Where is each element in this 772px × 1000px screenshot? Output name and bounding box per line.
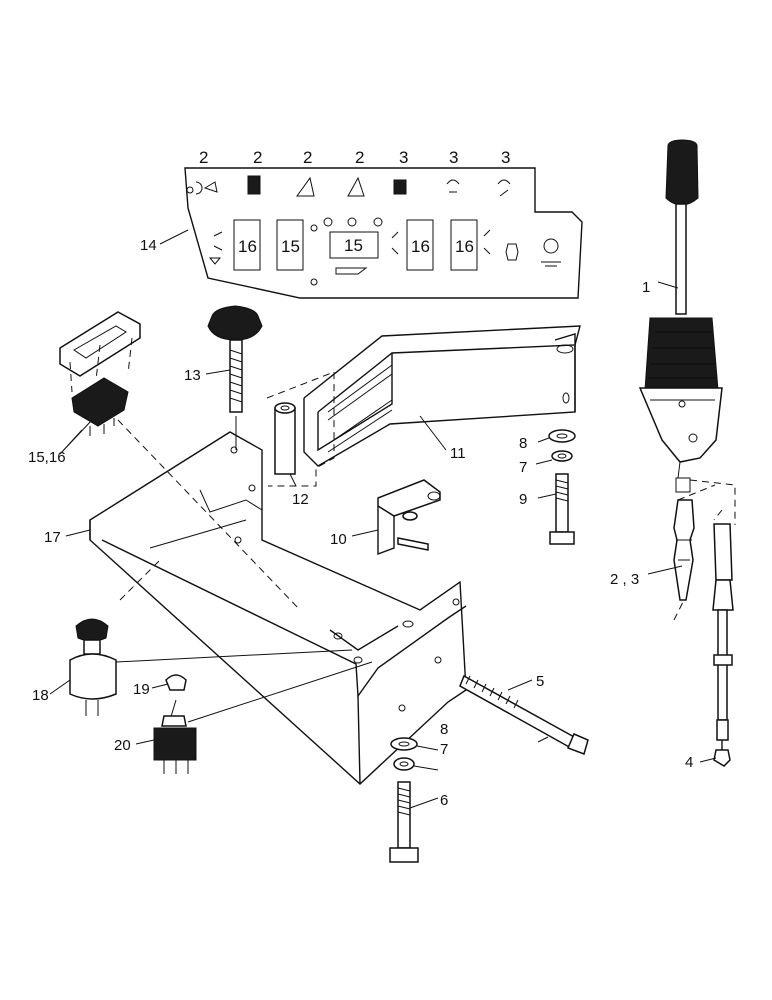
- callout-8-lower: 8: [440, 721, 448, 738]
- panel-function-icons: [195, 175, 511, 197]
- callout-labels: 1 2 , 3 4 5 6 7 7 8 8 9 10 11 12 13 14 1…: [28, 237, 693, 809]
- callout-7-lower: 7: [440, 741, 448, 758]
- knob-bolt: [207, 305, 263, 450]
- callout-2-3: 2 , 3: [610, 571, 639, 588]
- callout-9: 9: [519, 491, 527, 508]
- panel-slot-2: 15: [281, 237, 300, 256]
- callout-18: 18: [32, 687, 49, 704]
- small-bracket: [377, 479, 441, 556]
- callout-4: 4: [685, 754, 693, 771]
- rotary-switch: [69, 618, 353, 716]
- panel-label-1: 2: [199, 148, 208, 167]
- panel-label-6: 3: [449, 148, 458, 167]
- rocker-switch: [59, 311, 301, 611]
- callout-17: 17: [44, 529, 61, 546]
- fastener-stack-upper: [548, 429, 576, 545]
- toggle-switch: [153, 661, 373, 774]
- joystick-lever: [638, 139, 723, 493]
- panel-top-labels: 2 2 2 2 3 3 3: [199, 148, 510, 167]
- panel-label-7: 3: [501, 148, 510, 167]
- panel-slot-1: 16: [238, 237, 257, 256]
- callout-5: 5: [536, 673, 544, 690]
- console-housing: [89, 431, 467, 785]
- callout-14: 14: [140, 237, 157, 254]
- leader-lines: [49, 229, 717, 809]
- panel-label-3: 2: [303, 148, 312, 167]
- panel-small-icons: [186, 186, 561, 286]
- callout-19: 19: [133, 681, 150, 698]
- callout-11: 11: [450, 445, 466, 462]
- panel-slots: 16 15 15 16 16: [233, 219, 478, 271]
- panel-label-2: 2: [253, 148, 262, 167]
- fastener-stack-lower: [389, 737, 419, 863]
- panel-slot-5: 16: [455, 237, 474, 256]
- callout-7-upper: 7: [519, 459, 527, 476]
- panel-label-5: 3: [399, 148, 408, 167]
- callout-20: 20: [114, 737, 131, 754]
- callout-1: 1: [642, 279, 650, 296]
- joystick-cable: [673, 479, 736, 767]
- callout-15-16: 15,16: [28, 449, 66, 466]
- callout-13: 13: [184, 367, 201, 384]
- panel-slot-3: 15: [344, 236, 363, 255]
- panel-label-4: 2: [355, 148, 364, 167]
- panel-slot-4: 16: [411, 237, 430, 256]
- bracket-arm: [303, 325, 581, 467]
- cap-19: [165, 674, 187, 691]
- control-panel: 2 2 2 2 3 3 3 16 15 15 16: [184, 148, 583, 299]
- long-bolt: [459, 674, 589, 755]
- callout-10: 10: [330, 531, 347, 548]
- callout-12: 12: [292, 491, 309, 508]
- callout-6: 6: [440, 792, 448, 809]
- callout-8-upper: 8: [519, 435, 527, 452]
- spacer-tube: [266, 371, 335, 487]
